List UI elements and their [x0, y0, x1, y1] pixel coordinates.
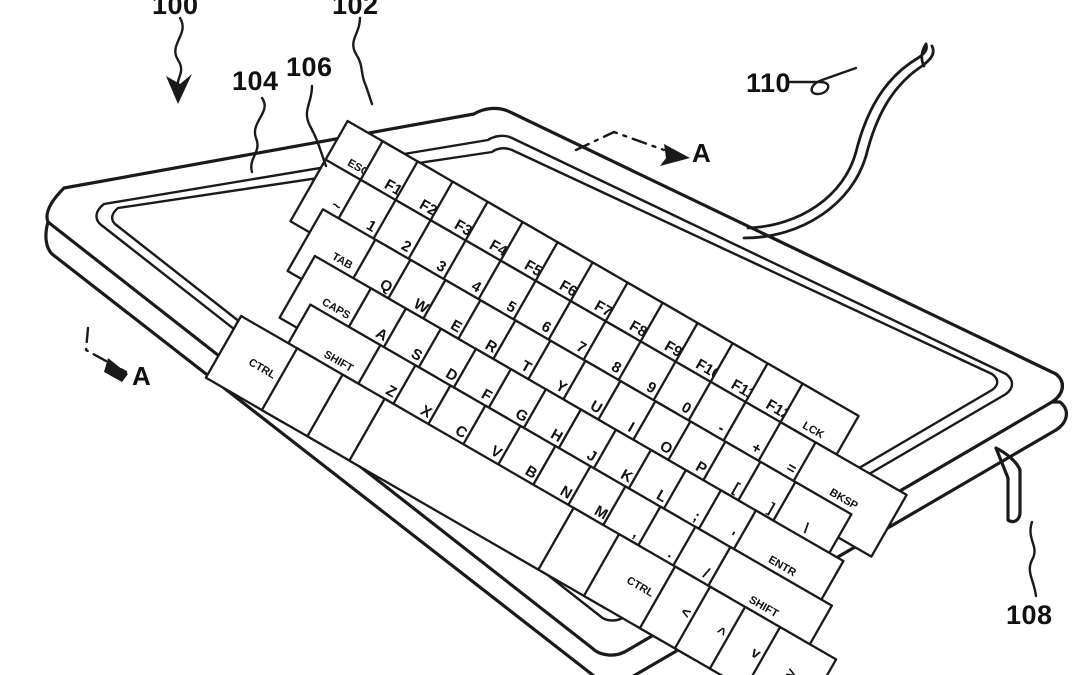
ref-label-104: 104	[232, 66, 279, 96]
leader-arrow-100	[166, 74, 192, 104]
section-arrow-right	[660, 144, 690, 166]
housing-bezel-inner	[110, 147, 999, 611]
keycap-label: >	[783, 664, 799, 675]
leader-106	[305, 84, 328, 168]
section-arrow-left	[104, 358, 128, 382]
section-letter-left: A	[132, 361, 151, 391]
section-line-a-a: A A	[84, 130, 711, 391]
key-array: ESCF1F2F3F4F5F6F7F8F9F10F11F12LCK~123456…	[204, 119, 908, 675]
leader-100	[174, 16, 184, 88]
section-letter-right: A	[692, 138, 711, 168]
support-foot	[994, 446, 1022, 524]
reference-leaders	[166, 16, 1038, 598]
housing-bezel-outer	[95, 134, 1014, 622]
ref-label-106: 106	[286, 52, 333, 82]
reference-numeral-labels: 100 102 104 106 108 110	[152, 0, 1053, 630]
ref-label-102: 102	[332, 0, 379, 20]
ref-label-110: 110	[746, 68, 791, 98]
ref-label-108: 108	[1006, 600, 1053, 630]
leader-108	[1028, 520, 1038, 598]
key-bottom-row-key-9[interactable]: >	[745, 625, 838, 675]
leader-104	[250, 96, 266, 174]
cable-inner-edge	[742, 44, 935, 240]
leader-110	[788, 66, 858, 96]
keyboard-housing	[44, 106, 1068, 675]
ref-label-100: 100	[152, 0, 199, 20]
housing-side-wall	[44, 220, 1068, 675]
cable-tip	[920, 42, 928, 68]
keycap-outline	[751, 625, 838, 675]
cable	[742, 42, 935, 240]
leader-102	[352, 16, 374, 106]
keycap-label: '	[726, 529, 738, 546]
section-line-right	[574, 130, 666, 152]
housing-front-edge-crease	[46, 220, 1054, 657]
